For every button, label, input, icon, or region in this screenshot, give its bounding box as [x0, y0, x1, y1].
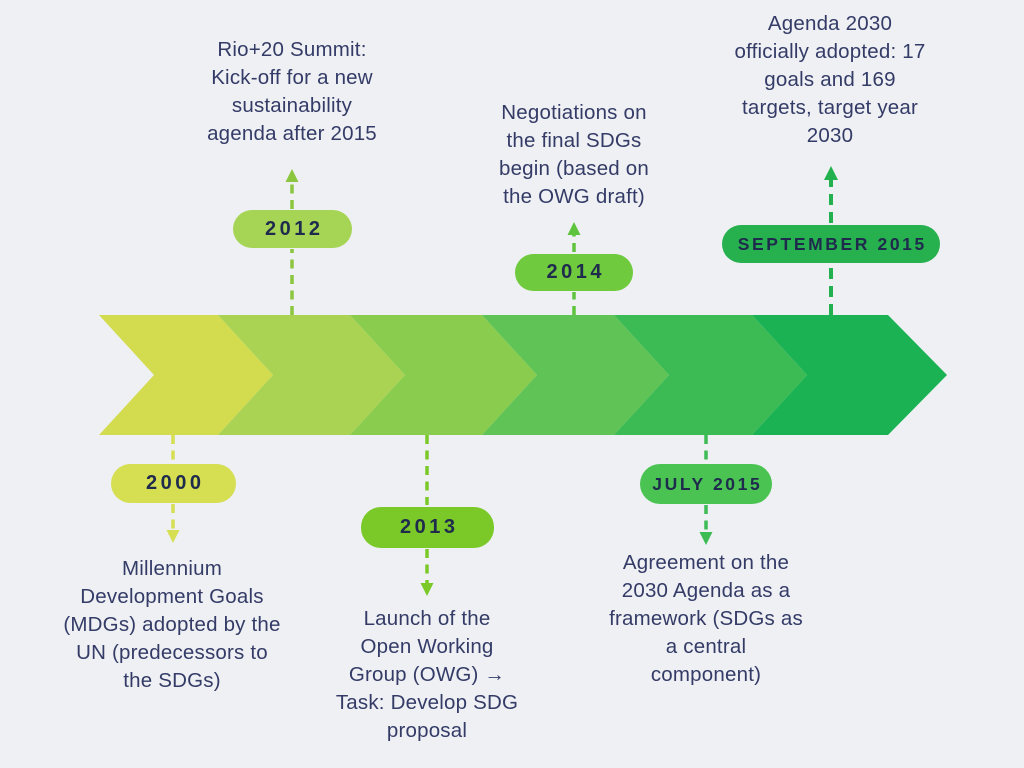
connector-2000 [166, 435, 180, 543]
milestone-2014-badge-label: 2014 [546, 261, 605, 283]
timeline-segment-3 [350, 315, 537, 435]
timeline-segment-4 [482, 315, 669, 435]
milestone-2014-badge: 2014 [515, 254, 633, 291]
milestone-july-2015-description: Agreement on the 2030 Agenda as a framew… [609, 551, 803, 686]
milestone-2000-badge: 2000 [111, 464, 236, 503]
arrowhead-up-icon [567, 222, 581, 235]
milestone-july-2015-badge-label: JULY 2015 [652, 473, 763, 494]
milestone-2013-description: Launch of the Open Working Group (OWG) →… [335, 607, 519, 742]
connector-july-2015 [699, 435, 713, 545]
timeline-segment-6-arrow-tip [752, 315, 947, 435]
milestone-september-2015-description: Agenda 2030 officially adopted: 17 goals… [734, 12, 926, 147]
arrowhead-down-icon [420, 583, 434, 596]
timeline-segment-1 [99, 315, 273, 435]
connector-2013 [420, 435, 434, 596]
milestone-2012-description: Rio+20 Summit: Kick-off for a new sustai… [207, 38, 377, 145]
milestone-september-2015-badge-label: SEPTEMBER 2015 [737, 233, 927, 254]
connector-2012 [285, 169, 299, 315]
connector-september-2015 [824, 166, 838, 315]
milestone-2012-badge-label: 2012 [265, 217, 324, 240]
connector-2014 [567, 222, 581, 315]
timeline-arrow [99, 315, 947, 435]
arrowhead-up-icon [285, 169, 299, 182]
milestone-2013-badge-label: 2013 [400, 516, 459, 538]
arrowhead-up-icon [824, 166, 838, 180]
arrowhead-down-icon [166, 530, 180, 543]
timeline-segment-2 [218, 315, 405, 435]
timeline-segment-5 [614, 315, 807, 435]
milestone-2014-description: Negotiations on the final SDGs begin (ba… [498, 101, 650, 208]
milestone-2000-description: Millennium Development Goals (MDGs) adop… [63, 557, 281, 692]
milestone-2013-badge: 2013 [361, 507, 494, 548]
milestone-september-2015-badge: SEPTEMBER 2015 [722, 225, 940, 263]
milestone-2000-badge-label: 2000 [146, 472, 205, 494]
arrowhead-down-icon [699, 532, 713, 545]
milestone-2012-badge: 2012 [233, 210, 352, 248]
milestone-july-2015-badge: JULY 2015 [640, 464, 772, 504]
